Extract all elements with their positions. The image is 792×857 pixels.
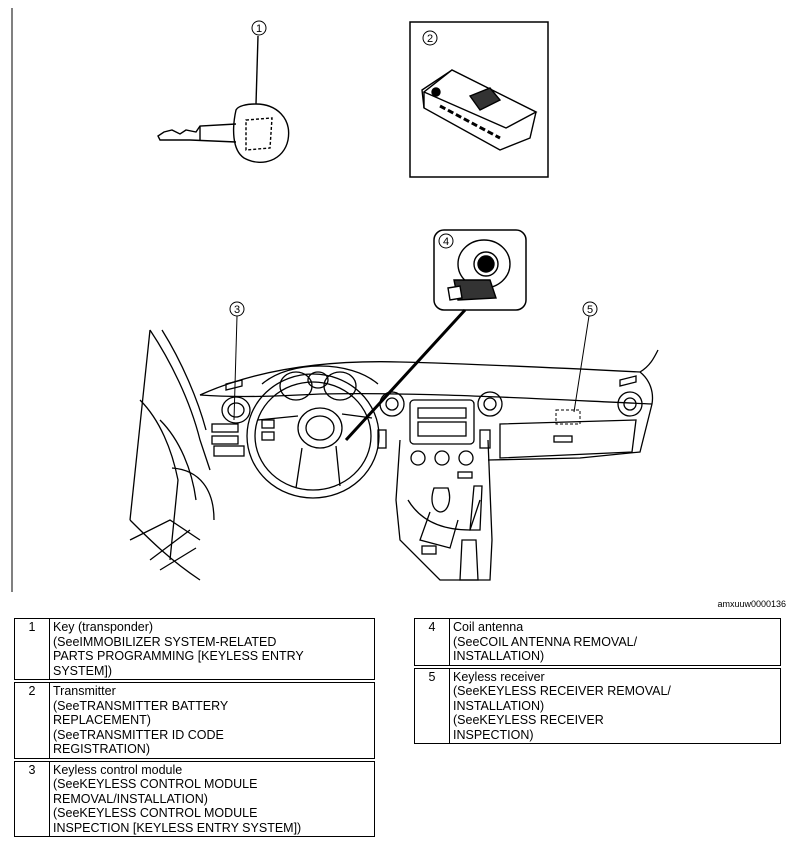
coil-antenna-leader: [344, 308, 467, 442]
component-name: Key (transponder): [53, 620, 154, 634]
reference-link[interactable]: REPLACEMENT): [53, 713, 151, 727]
svg-text:3: 3: [234, 304, 240, 316]
see-label: (See: [53, 727, 80, 742]
component-name: Keyless control module: [53, 762, 183, 777]
legend-description: Keyless receiver (SeeKEYLESS RECEIVER RE…: [449, 667, 781, 744]
svg-text:4: 4: [443, 236, 449, 248]
callout-1: 1: [251, 20, 267, 36]
callout-2: 2: [422, 30, 438, 46]
legend-row: 5 Keyless receiver (SeeKEYLESS RECEIVER …: [414, 667, 781, 744]
legend-number: 3: [14, 760, 50, 837]
see-label: (See: [53, 777, 80, 791]
svg-text:2: 2: [427, 33, 433, 45]
callout-3-leader: [233, 315, 238, 421]
see-label: (See: [453, 684, 480, 698]
legend-table-left: 1 Key (transponder) (SeeIMMOBILIZER SYST…: [14, 618, 375, 837]
svg-text:1: 1: [256, 23, 262, 35]
transmitter-box: [409, 21, 549, 178]
see-label: (See: [453, 713, 480, 727]
coil-antenna-illustration: [447, 239, 511, 301]
key-transponder-illustration: [157, 35, 290, 163]
reference-link[interactable]: SYSTEM]): [53, 663, 113, 678]
callout-4: 4: [438, 233, 454, 249]
reference-link[interactable]: INSTALLATION): [453, 698, 545, 713]
legend-description: Keyless control module (SeeKEYLESS CONTR…: [49, 760, 375, 837]
legend-description: Key (transponder) (SeeIMMOBILIZER SYSTEM…: [49, 618, 375, 680]
legend-description: Transmitter (SeeTRANSMITTER BATTERY REPL…: [49, 682, 375, 759]
legend-number: 2: [14, 682, 50, 759]
callout-5: 5: [582, 301, 598, 317]
legend-row: 3 Keyless control module (SeeKEYLESS CON…: [14, 760, 375, 837]
component-name: Keyless receiver: [453, 669, 545, 684]
reference-link[interactable]: INSPECTION): [453, 727, 534, 742]
keyless-receiver-location: [555, 409, 581, 425]
see-label: (See: [53, 698, 80, 713]
legend-number: 1: [14, 618, 50, 680]
transmitter-illustration: [421, 69, 538, 151]
reference-link[interactable]: KEYLESS RECEIVER: [479, 713, 604, 727]
see-label: (See: [453, 634, 480, 649]
svg-text:5: 5: [587, 304, 593, 316]
reference-link[interactable]: TRANSMITTER BATTERY: [79, 698, 229, 713]
legend-number: 5: [414, 667, 450, 744]
callout-5-leader: [573, 315, 590, 413]
reference-link[interactable]: TRANSMITTER ID CODE: [79, 727, 224, 742]
legend-number: 4: [414, 618, 450, 666]
reference-link[interactable]: PARTS PROGRAMMING [KEYLESS ENTRY: [53, 649, 304, 663]
reference-link[interactable]: COIL ANTENNA REMOVAL/: [479, 634, 638, 649]
reference-link[interactable]: IMMOBILIZER SYSTEM-RELATED: [79, 634, 277, 649]
legend-row: 1 Key (transponder) (SeeIMMOBILIZER SYST…: [14, 618, 375, 680]
reference-link[interactable]: REMOVAL/INSTALLATION): [53, 791, 208, 806]
reference-link[interactable]: KEYLESS CONTROL MODULE: [79, 777, 258, 791]
legend-table-right: 4 Coil antenna (SeeCOIL ANTENNA REMOVAL/…: [414, 618, 781, 744]
component-name: Coil antenna: [453, 620, 524, 634]
component-location-diagram: 1 2 4 3 5: [11, 8, 659, 592]
dashboard-illustration: [129, 329, 659, 581]
reference-link[interactable]: KEYLESS CONTROL MODULE: [79, 806, 258, 820]
see-label: (See: [53, 806, 80, 820]
reference-link[interactable]: INSTALLATION): [453, 649, 545, 663]
legend-description: Coil antenna (SeeCOIL ANTENNA REMOVAL/ I…: [449, 618, 781, 666]
coil-antenna-box: [433, 229, 527, 311]
legend-row: 4 Coil antenna (SeeCOIL ANTENNA REMOVAL/…: [414, 618, 781, 666]
legend-row: 2 Transmitter (SeeTRANSMITTER BATTERY RE…: [14, 682, 375, 759]
reference-link[interactable]: INSPECTION [KEYLESS ENTRY SYSTEM]): [53, 820, 302, 835]
image-code: amxuuw0000136: [717, 599, 786, 609]
reference-link[interactable]: KEYLESS RECEIVER REMOVAL/: [479, 684, 671, 698]
reference-link[interactable]: REGISTRATION): [53, 742, 150, 756]
component-name: Transmitter: [53, 684, 116, 698]
callout-3: 3: [229, 301, 245, 317]
see-label: (See: [53, 634, 80, 649]
